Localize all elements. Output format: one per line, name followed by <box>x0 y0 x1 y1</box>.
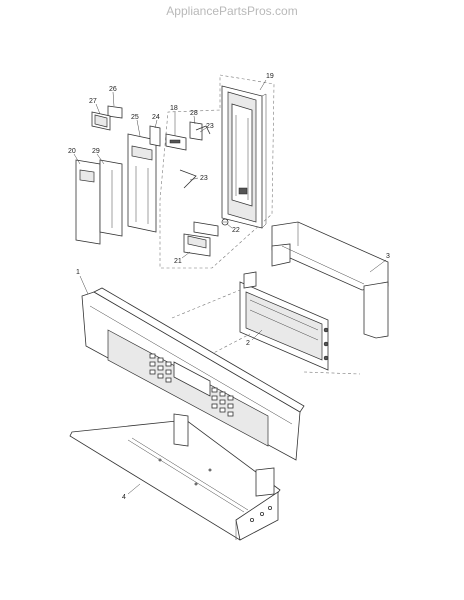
part-27-bezel <box>91 111 111 131</box>
callout-24: 24 <box>152 114 160 121</box>
part-28-clip <box>189 121 203 141</box>
part-1-front-panel <box>81 287 305 461</box>
part-20-panel <box>75 159 101 245</box>
callout-19: 19 <box>266 73 274 80</box>
tray-holes <box>158 458 272 523</box>
callout-22: 22 <box>232 227 240 234</box>
part-26-cover <box>107 105 123 119</box>
callout-25: 25 <box>131 114 139 121</box>
callout-2: 2 <box>246 340 250 347</box>
callout-26: 26 <box>109 86 117 93</box>
callout-23-bottom: 23 <box>200 175 208 182</box>
callout-29: 29 <box>92 148 100 155</box>
part-4-bottom-tray <box>69 413 281 541</box>
callout-21: 21 <box>174 258 182 265</box>
leader-lines <box>73 79 387 495</box>
callout-23-top: 23 <box>206 123 214 130</box>
part-19-control-housing <box>221 85 267 229</box>
part-18-bracket <box>165 133 187 151</box>
part-25-keypad-frame <box>127 133 157 233</box>
part-21-connector <box>183 221 219 257</box>
callout-18: 18 <box>170 105 178 112</box>
callout-1: 1 <box>76 269 80 276</box>
part-23-wires <box>179 125 211 189</box>
watermark: AppliancePartsPros.com <box>166 4 298 18</box>
part-24-strip <box>149 125 161 147</box>
callout-3: 3 <box>386 253 390 260</box>
part-3-trim <box>271 221 389 339</box>
callouts: 19 26 27 25 18 24 28 23 23 20 29 22 21 3… <box>68 73 390 501</box>
upper-assembly-boundary <box>159 74 275 269</box>
callout-4: 4 <box>122 494 126 501</box>
alignment-lines <box>171 289 361 375</box>
callout-27: 27 <box>89 98 97 105</box>
part-29-overlay <box>99 159 123 237</box>
callout-20: 20 <box>68 148 76 155</box>
callout-28: 28 <box>190 110 198 117</box>
part-22-screw <box>221 218 229 226</box>
keypad-buttons <box>149 353 234 417</box>
